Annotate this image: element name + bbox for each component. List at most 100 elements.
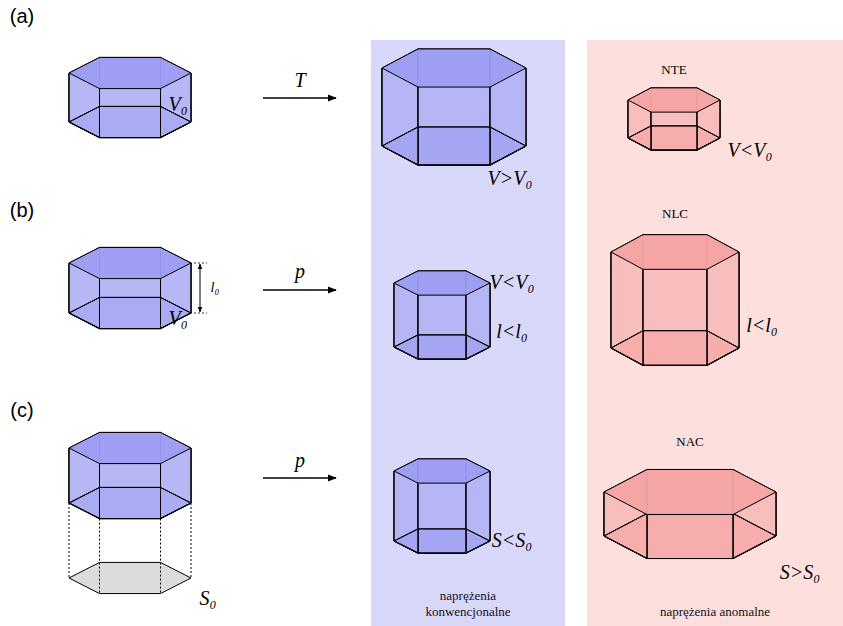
- panel-letter: (b): [10, 199, 34, 222]
- effect-name: NAC: [676, 434, 703, 450]
- volume-label: V<V₀: [490, 271, 535, 294]
- variable-label: T: [294, 69, 305, 92]
- prism-edge: [69, 73, 70, 122]
- area-label: S>S₀: [780, 561, 820, 584]
- prism-edge: [604, 513, 776, 558]
- band-caption: naprężenia konwencjonalne: [398, 588, 538, 620]
- hexagonal-prism: [69, 57, 191, 137]
- effect-name: NTE: [661, 62, 686, 78]
- prism-edge: [733, 515, 734, 559]
- process-arrow: [263, 477, 336, 478]
- prism-edge: [707, 269, 708, 365]
- prism-edge: [394, 283, 395, 347]
- prism-edge: [651, 112, 652, 150]
- prism-edge: [628, 138, 720, 150]
- prism-top: [394, 459, 490, 483]
- prism-edge: [418, 295, 419, 359]
- prism-edge: [160, 279, 161, 329]
- dimension-line: [200, 264, 201, 312]
- prism-top: [611, 235, 739, 270]
- prism-edge: [490, 471, 491, 541]
- prism-edge: [99, 464, 100, 519]
- hexagonal-prism: [394, 271, 490, 359]
- prism-edge: [720, 100, 721, 138]
- hexagonal-prism: [69, 432, 191, 518]
- base-area: [69, 562, 191, 593]
- area-label: S₀: [200, 587, 217, 610]
- prism-top: [382, 49, 526, 87]
- prism-edge: [466, 295, 467, 359]
- prism-edge: [643, 269, 644, 365]
- prism-edge: [526, 68, 527, 146]
- variable-label: p: [295, 260, 305, 283]
- prism-edge: [191, 263, 192, 313]
- prism-edge: [394, 529, 490, 553]
- projection-line: [99, 519, 100, 594]
- process-arrow: [263, 289, 336, 290]
- volume-label: V₀: [168, 93, 187, 116]
- effect-name: NLC: [662, 206, 688, 222]
- projection-line: [69, 503, 70, 578]
- prism-edge: [69, 503, 191, 519]
- prism-top: [69, 57, 191, 88]
- prism-edge: [191, 73, 192, 122]
- hexagonal-prism: [611, 235, 739, 366]
- prism-edge: [490, 87, 491, 165]
- prism-edge: [466, 483, 467, 553]
- process-arrow: [263, 97, 336, 98]
- hexagonal-prism: [69, 247, 191, 328]
- prism-edge: [628, 100, 629, 138]
- prism-top: [69, 247, 191, 278]
- prism-edge: [647, 515, 648, 559]
- prism-edge: [418, 87, 419, 165]
- prism-edge: [382, 68, 383, 146]
- prism-edge: [604, 492, 605, 536]
- prism-edge: [611, 348, 739, 365]
- prism-edge: [99, 89, 100, 138]
- length-label: l<l₀: [496, 320, 528, 343]
- variable-label: p: [295, 449, 305, 472]
- prism-top: [604, 469, 776, 514]
- prism-edge: [628, 126, 720, 150]
- panel-letter: (c): [10, 399, 33, 422]
- prism-top: [69, 432, 191, 463]
- dimension-tick: [190, 263, 207, 264]
- prism-edge: [69, 448, 70, 503]
- prism-edge: [394, 471, 395, 541]
- prism-edge: [394, 335, 490, 359]
- prism-edge: [697, 112, 698, 150]
- prism-edge: [604, 536, 776, 559]
- hexagonal-prism: [604, 469, 776, 558]
- prism-edge: [69, 122, 191, 138]
- prism-top: [628, 88, 720, 112]
- prism-edge: [394, 347, 490, 359]
- prism-edge: [611, 331, 739, 366]
- projection-line: [191, 503, 192, 578]
- prism-edge: [69, 297, 191, 328]
- prism-edge: [739, 252, 740, 348]
- prism-edge: [418, 483, 419, 553]
- prism-edge: [160, 89, 161, 138]
- prism-edge: [69, 487, 191, 518]
- length-label: l<l₀: [746, 314, 778, 337]
- band-caption: naprężenia anomalne: [645, 604, 785, 620]
- volume-label: V<V₀: [728, 139, 773, 162]
- prism-edge: [382, 146, 526, 165]
- prism-edge: [776, 492, 777, 536]
- volume-label: V₀: [168, 307, 187, 330]
- projection-line: [160, 519, 161, 594]
- panel-letter: (a): [10, 5, 34, 28]
- length-label: l₀: [211, 280, 220, 296]
- volume-label: V>V₀: [488, 167, 533, 190]
- hexagonal-prism: [394, 459, 490, 553]
- prism-edge: [99, 279, 100, 329]
- prism-edge: [490, 283, 491, 347]
- hexagonal-prism: [628, 88, 720, 150]
- prism-edge: [611, 252, 612, 348]
- prism-edge: [191, 448, 192, 503]
- prism-edge: [382, 127, 526, 165]
- hexagonal-prism: [382, 49, 526, 165]
- prism-edge: [160, 464, 161, 519]
